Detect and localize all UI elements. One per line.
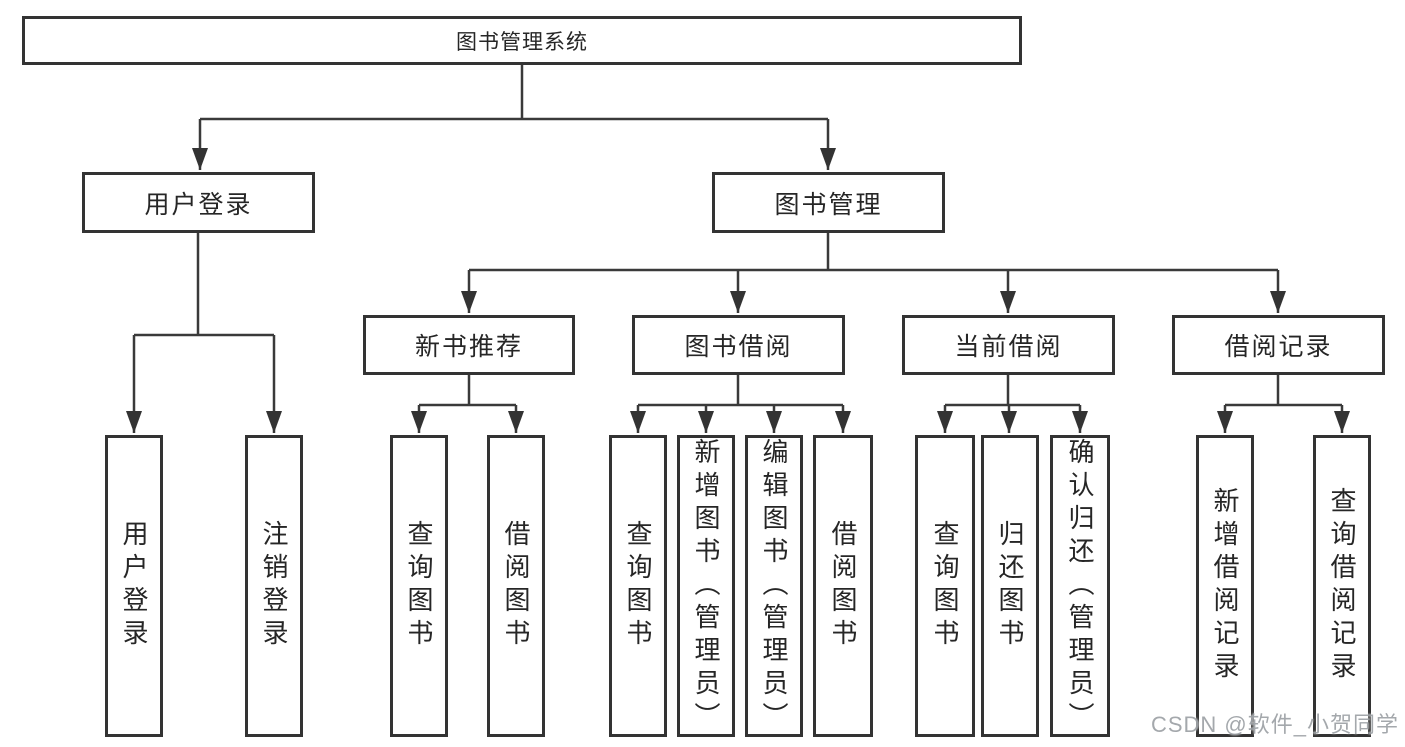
node-label: 用户登录 bbox=[119, 520, 149, 652]
node-current-borrowing: 当前借阅 bbox=[902, 315, 1115, 375]
node-label: 新增图书（管理员） bbox=[691, 437, 721, 735]
node-label: 查询图书 bbox=[623, 520, 653, 652]
node-label: 用户登录 bbox=[144, 190, 253, 219]
leaf-add-borrow-record: 新增借阅记录 bbox=[1196, 435, 1254, 737]
node-label: 借阅图书 bbox=[828, 520, 858, 652]
leaf-query-books-current: 查询图书 bbox=[915, 435, 975, 737]
leaf-edit-books-admin: 编辑图书（管理员） bbox=[745, 435, 803, 737]
node-book-borrowing: 图书借阅 bbox=[632, 315, 845, 375]
leaf-confirm-return-admin: 确认归还（管理员） bbox=[1050, 435, 1110, 737]
leaf-user-login: 用户登录 bbox=[105, 435, 163, 737]
node-label: 借阅记录 bbox=[1224, 333, 1333, 361]
leaf-borrow-books-newrec: 借阅图书 bbox=[487, 435, 545, 737]
node-book-management: 图书管理 bbox=[712, 172, 945, 233]
node-user-login: 用户登录 bbox=[82, 172, 315, 233]
node-label: 图书管理 bbox=[774, 190, 883, 219]
leaf-add-books-admin: 新增图书（管理员） bbox=[677, 435, 735, 737]
node-label: 借阅图书 bbox=[501, 520, 531, 652]
node-label: 图书借阅 bbox=[684, 333, 793, 361]
node-label: 归还图书 bbox=[995, 520, 1025, 652]
node-label: 注销登录 bbox=[259, 520, 289, 652]
node-label: 新书推荐 bbox=[414, 333, 523, 361]
leaf-query-borrow-record: 查询借阅记录 bbox=[1313, 435, 1371, 737]
leaf-return-books: 归还图书 bbox=[981, 435, 1039, 737]
leaf-query-books-newrec: 查询图书 bbox=[390, 435, 448, 737]
connector-group bbox=[126, 65, 1350, 433]
csdn-watermark: CSDN @软件_小贺同学 bbox=[1150, 712, 1399, 737]
node-label: 查询图书 bbox=[404, 520, 434, 652]
node-root-system: 图书管理系统 bbox=[22, 16, 1022, 65]
node-label: 查询图书 bbox=[930, 520, 960, 652]
node-label: 图书管理系统 bbox=[456, 30, 588, 54]
leaf-logout: 注销登录 bbox=[245, 435, 303, 737]
leaf-borrow-books: 借阅图书 bbox=[813, 435, 873, 737]
node-borrowing-records: 借阅记录 bbox=[1172, 315, 1385, 375]
node-label: 确认归还（管理员） bbox=[1065, 437, 1095, 735]
node-label: 查询借阅记录 bbox=[1327, 487, 1357, 685]
node-label: 编辑图书（管理员） bbox=[759, 437, 789, 735]
leaf-query-books-borrow: 查询图书 bbox=[609, 435, 667, 737]
node-new-book-recommend: 新书推荐 bbox=[363, 315, 575, 375]
node-label: 当前借阅 bbox=[954, 333, 1063, 361]
node-label: 新增借阅记录 bbox=[1210, 487, 1240, 685]
